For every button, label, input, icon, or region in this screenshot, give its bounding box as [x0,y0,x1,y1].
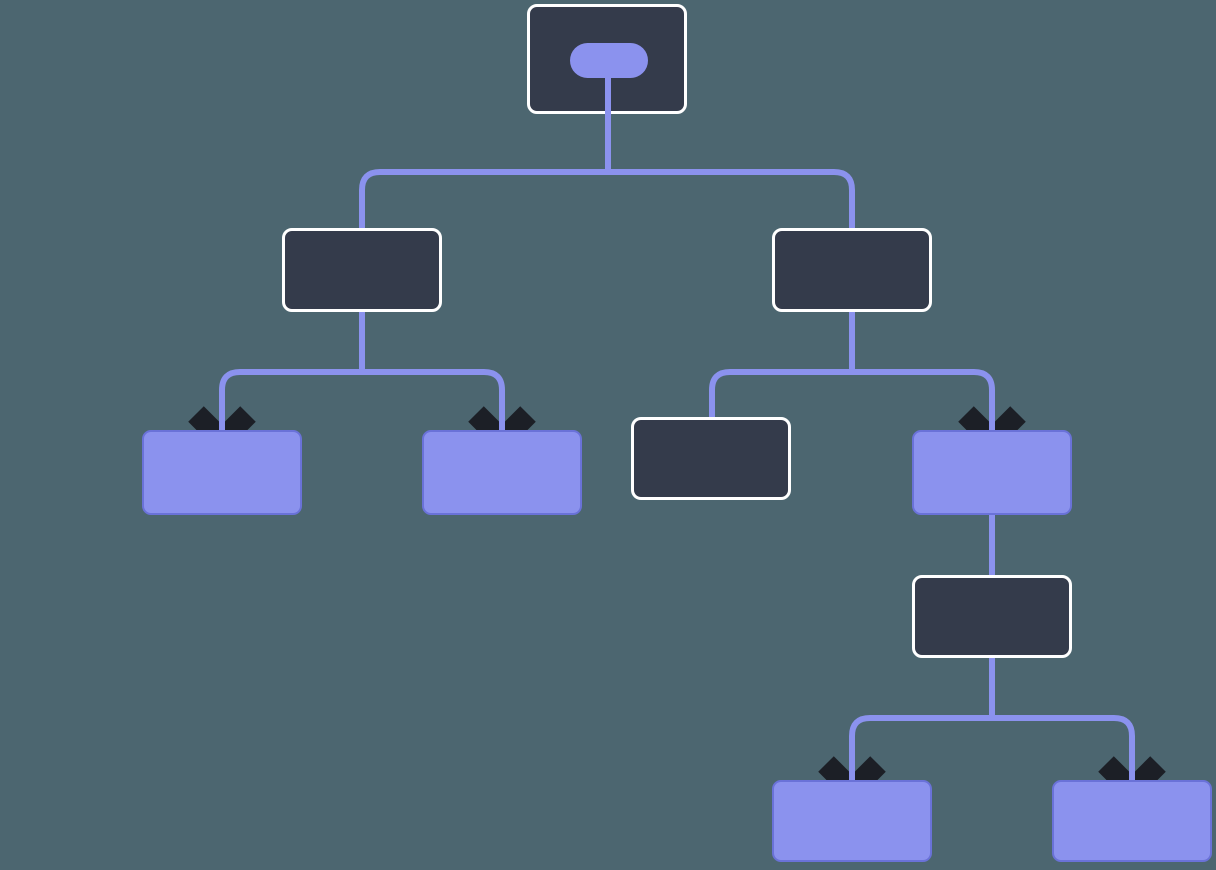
node-l4[interactable] [912,575,1072,658]
node-l5-right[interactable] [1052,780,1212,862]
node-l3-b-label [424,432,580,513]
node-l5-left[interactable] [772,780,932,862]
edge-l2-left-to-l3-b [362,369,505,450]
node-l3-c-label [634,420,788,497]
edge-l4-to-l5-right [992,715,1135,800]
node-l5-right-label [1054,782,1210,860]
node-l3-a[interactable] [142,430,302,515]
node-root-stem-icon [605,70,611,114]
edge-l2-left-to-l3-a [219,369,362,450]
node-l2-right-label [775,231,929,309]
node-l2-left[interactable] [282,228,442,312]
node-l2-right[interactable] [772,228,932,312]
node-l5-left-label [774,782,930,860]
node-l3-a-label [144,432,300,513]
edge-l2-right-to-l3-c [709,369,852,417]
edge-root-to-l2-left [359,169,608,318]
node-l4-label [915,578,1069,655]
node-l3-d-label [914,432,1070,513]
node-l3-b[interactable] [422,430,582,515]
edge-l4-to-l5-left [849,715,992,800]
node-l2-left-label [285,231,439,309]
edge-root-to-l2-right [608,169,855,318]
edge-l2-right-to-l3-d [852,369,995,450]
node-l3-d[interactable] [912,430,1072,515]
node-l3-c[interactable] [631,417,791,500]
